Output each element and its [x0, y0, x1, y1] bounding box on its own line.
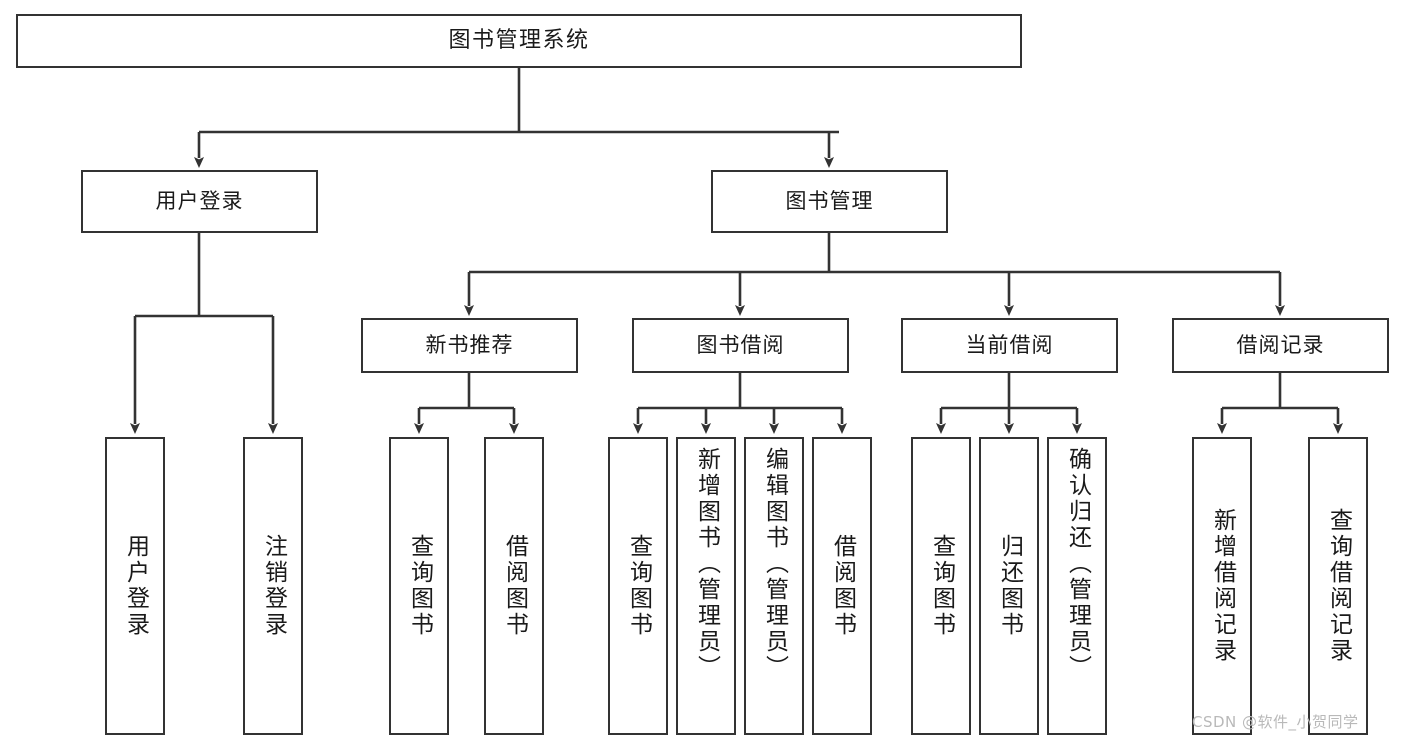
leaf-book-borrow-add-book-admin[interactable]: 新增图书（管理员）	[676, 437, 736, 735]
node-label: 借阅图书	[829, 534, 856, 638]
node-label: 查询图书	[406, 534, 433, 638]
leaf-new-book-borrow-book[interactable]: 借阅图书	[484, 437, 544, 735]
node-label: 借阅记录	[1236, 333, 1325, 358]
node-label: 借阅图书	[501, 534, 528, 638]
leaf-borrow-record-add-record[interactable]: 新增借阅记录	[1192, 437, 1252, 735]
node-label: 编辑图书（管理员）	[761, 447, 788, 681]
node-label: 用户登录	[122, 534, 149, 638]
leaf-book-borrow-query-book[interactable]: 查询图书	[608, 437, 668, 735]
leaf-current-borrow-query-book[interactable]: 查询图书	[911, 437, 971, 735]
node-label: 查询图书	[928, 534, 955, 638]
leaf-user-login-login[interactable]: 用户登录	[105, 437, 165, 735]
node-label: 新增图书（管理员）	[693, 447, 720, 681]
node-label: 归还图书	[996, 534, 1023, 638]
leaf-user-login-logout[interactable]: 注销登录	[243, 437, 303, 735]
node-label: 新增借阅记录	[1209, 508, 1236, 664]
node-user-login[interactable]: 用户登录	[81, 170, 318, 233]
node-label: 注销登录	[260, 534, 287, 638]
node-label: 当前借阅	[965, 333, 1054, 358]
node-label: 图书借阅	[696, 333, 785, 358]
node-borrow-record[interactable]: 借阅记录	[1172, 318, 1389, 373]
node-book-borrow[interactable]: 图书借阅	[632, 318, 849, 373]
leaf-new-book-query-book[interactable]: 查询图书	[389, 437, 449, 735]
node-label: 确认归还（管理员）	[1064, 447, 1091, 681]
node-root-book-management-system[interactable]: 图书管理系统	[16, 14, 1022, 68]
node-label: 新书推荐	[425, 333, 514, 358]
node-label: 查询借阅记录	[1325, 508, 1352, 664]
leaf-book-borrow-edit-book-admin[interactable]: 编辑图书（管理员）	[744, 437, 804, 735]
node-label: 用户登录	[155, 189, 244, 214]
leaf-current-borrow-return-book[interactable]: 归还图书	[979, 437, 1039, 735]
watermark: CSDN @软件_小贺同学	[1192, 713, 1359, 731]
leaf-borrow-record-query-record[interactable]: 查询借阅记录	[1308, 437, 1368, 735]
node-label: 图书管理	[785, 189, 874, 214]
node-book-management[interactable]: 图书管理	[711, 170, 948, 233]
leaf-book-borrow-borrow-book[interactable]: 借阅图书	[812, 437, 872, 735]
node-label: 图书管理系统	[448, 28, 590, 54]
node-current-borrow[interactable]: 当前借阅	[901, 318, 1118, 373]
node-label: 查询图书	[625, 534, 652, 638]
leaf-current-borrow-confirm-return-admin[interactable]: 确认归还（管理员）	[1047, 437, 1107, 735]
node-new-book-recommend[interactable]: 新书推荐	[361, 318, 578, 373]
